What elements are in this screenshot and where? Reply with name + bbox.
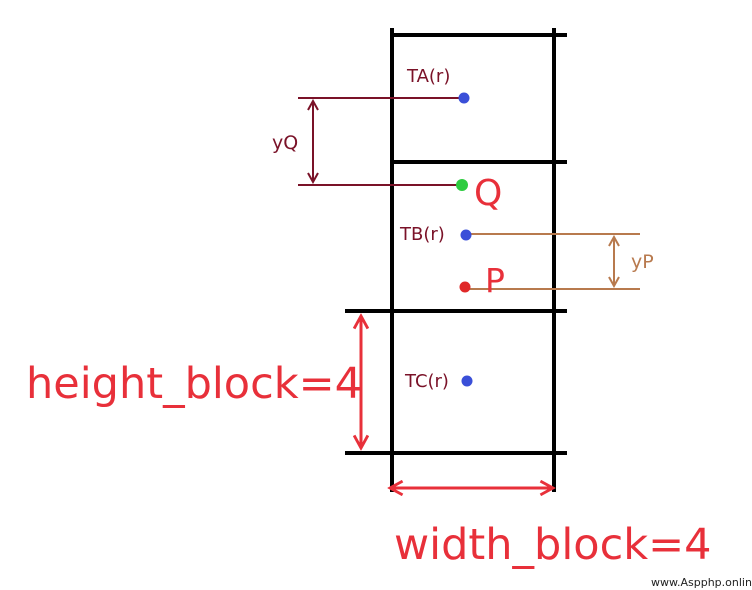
yp-dimension: yP: [467, 233, 654, 290]
height-block-dimension: height_block=4: [26, 316, 362, 448]
points: TA(r) Q TB(r) P TC(r): [399, 66, 505, 392]
tc-label: TC(r): [404, 371, 449, 392]
tb-point: [460, 229, 472, 241]
q-point: [456, 179, 468, 191]
watermark-text: www.Aspphp.online: [651, 576, 752, 589]
p-point: [459, 281, 471, 293]
tb-label: TB(r): [399, 224, 445, 245]
yq-dimension: yQ: [272, 97, 463, 186]
p-label: P: [485, 261, 505, 300]
height-block-label: height_block=4: [26, 359, 362, 409]
q-label: Q: [474, 173, 502, 214]
ta-label: TA(r): [406, 66, 450, 87]
yp-label: yP: [631, 251, 654, 273]
ta-point: [458, 92, 470, 104]
yq-label: yQ: [272, 132, 298, 154]
width-block-dimension: width_block=4: [390, 488, 712, 570]
tc-point: [461, 375, 473, 387]
width-block-label: width_block=4: [394, 520, 712, 570]
grid: [345, 28, 567, 492]
